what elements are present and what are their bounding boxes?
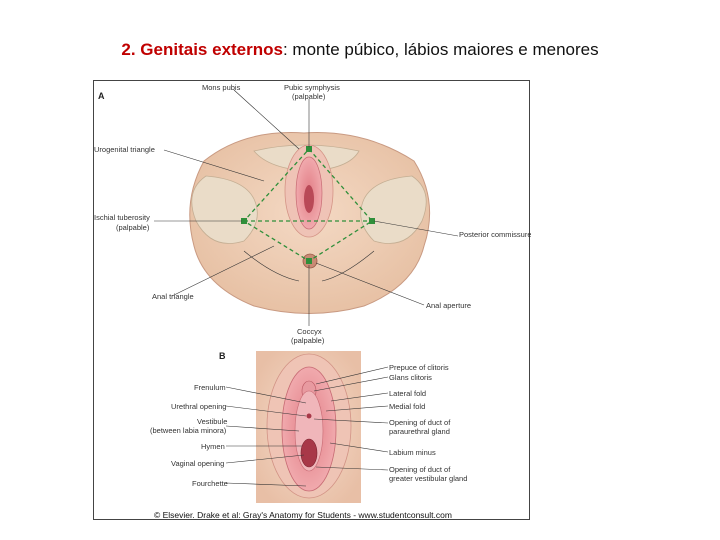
label-ischial-tuberosity-note: (palpable) — [116, 223, 150, 232]
label-lateral-fold: Lateral fold — [389, 389, 426, 398]
title-rest: : monte púbico, lábios maiores e menores — [282, 40, 599, 59]
label-urogenital-triangle: Urogenital triangle — [94, 145, 155, 154]
slide-title: 2. Genitais externos: monte púbico, lábi… — [0, 40, 720, 60]
label-coccyx: Coccyx — [297, 327, 322, 336]
perineum-diamond — [241, 146, 375, 264]
label-anal-aperture: Anal aperture — [426, 301, 471, 310]
label-coccyx-note: (palpable) — [291, 336, 325, 345]
label-mons-pubis: Mons pubis — [202, 83, 241, 92]
label-labium-minus: Labium minus — [389, 448, 436, 457]
label-anal-triangle: Anal triangle — [152, 292, 194, 301]
panel-a-leaders — [154, 89, 459, 326]
label-pubic-symphysis-note: (palpable) — [292, 92, 326, 101]
figure-credit: © Elsevier. Drake et al: Gray's Anatomy … — [154, 510, 452, 520]
label-glans: Glans clitoris — [389, 373, 432, 382]
panel-a-body — [189, 132, 431, 314]
title-highlight: 2. Genitais externos — [121, 40, 283, 59]
anatomy-figure: A — [93, 80, 531, 520]
label-vestibule: Vestibule — [197, 417, 227, 426]
panel-a-letter: A — [98, 91, 105, 101]
label-prepuce: Prepuce of clitoris — [389, 363, 449, 372]
label-ischial-tuberosity: Ischial tuberosity — [94, 213, 150, 222]
anatomy-illustration: A — [94, 83, 531, 520]
label-fourchette: Fourchette — [192, 479, 228, 488]
label-paraurethral-1: Opening of duct of — [389, 418, 451, 427]
label-urethral-opening: Urethral opening — [171, 402, 226, 411]
label-greater-vestibular-2: greater vestibular gland — [389, 474, 467, 483]
label-medial-fold: Medial fold — [389, 402, 425, 411]
label-hymen: Hymen — [201, 442, 225, 451]
panel-b-body — [256, 351, 361, 503]
label-greater-vestibular-1: Opening of duct of — [389, 465, 451, 474]
label-vaginal-opening: Vaginal opening — [171, 459, 224, 468]
label-posterior-commissure: Posterior commissure — [459, 230, 531, 239]
panel-b-leaders — [225, 366, 389, 487]
label-pubic-symphysis: Pubic symphysis — [284, 83, 340, 92]
label-frenulum: Frenulum — [194, 383, 226, 392]
label-vestibule-note: (between labia minora) — [150, 426, 227, 435]
panel-b-letter: B — [219, 351, 226, 361]
label-paraurethral-2: paraurethral gland — [389, 427, 450, 436]
